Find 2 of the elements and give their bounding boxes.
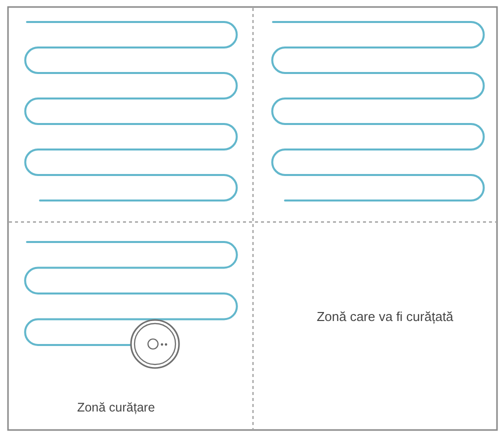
zone-label: Zonă curățare <box>77 400 155 416</box>
zone-label: Zonă care va fi curățată <box>316 309 454 325</box>
